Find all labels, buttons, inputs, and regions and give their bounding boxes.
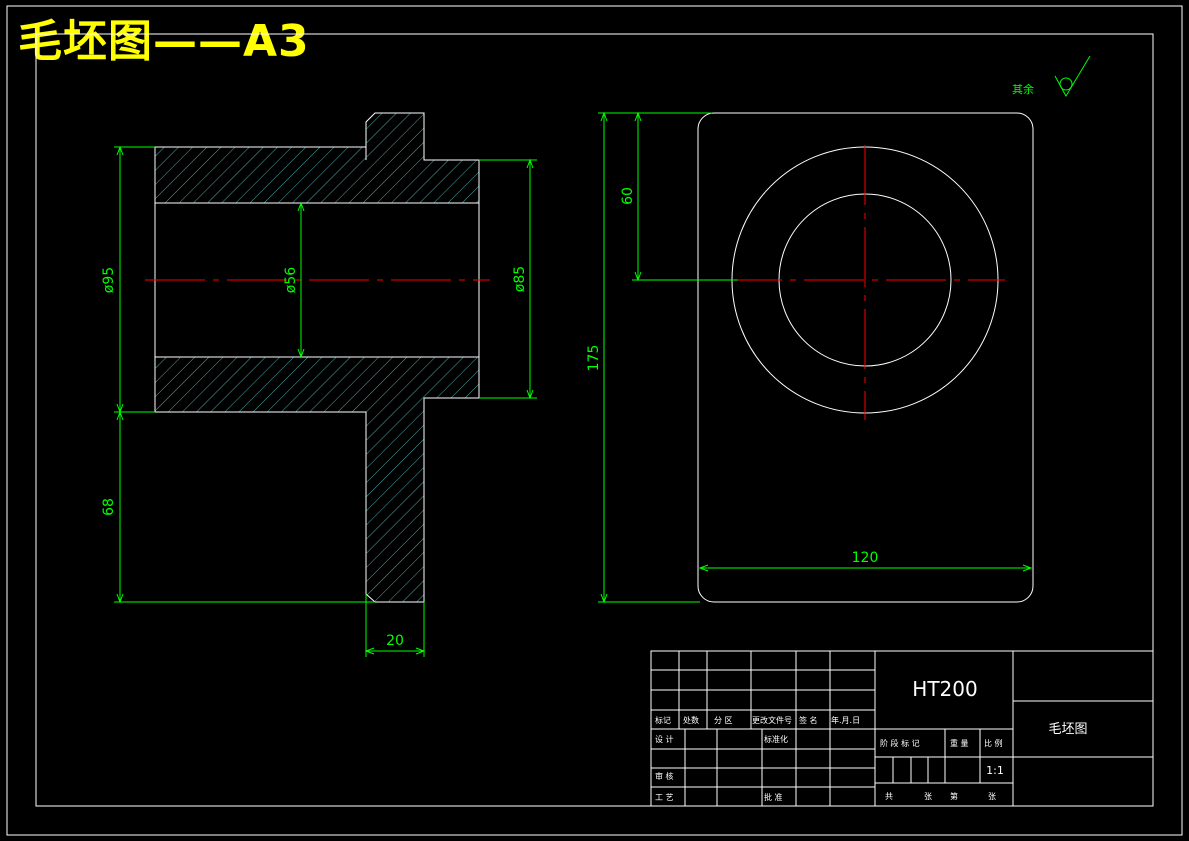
end-view-outline bbox=[697, 112, 1034, 603]
label-process: 工 艺 bbox=[655, 793, 674, 802]
dim-len-20: 20 bbox=[386, 633, 404, 649]
scale-value: 1:1 bbox=[986, 764, 1004, 777]
dim-w-120: 120 bbox=[852, 550, 879, 566]
roughness-note: 其余 bbox=[1012, 82, 1034, 96]
inner-frame bbox=[35, 33, 1154, 807]
dim-len-68: 68 bbox=[101, 498, 117, 516]
label-design: 设 计 bbox=[655, 734, 674, 744]
hatch-lower bbox=[155, 357, 479, 602]
label-zone: 分 区 bbox=[714, 716, 733, 725]
dim-dia-95: ø95 bbox=[101, 267, 117, 293]
label-mark: 标记 bbox=[655, 715, 671, 725]
label-date: 年.月.日 bbox=[831, 715, 860, 725]
dim-h-175: 175 bbox=[586, 345, 602, 372]
dim-dia-85: ø85 bbox=[512, 266, 528, 292]
label-signature: 签 名 bbox=[799, 715, 818, 725]
label-approve: 批 准 bbox=[764, 792, 783, 802]
dim-h-60: 60 bbox=[620, 187, 636, 205]
label-sheets-total: 共 bbox=[885, 792, 893, 801]
part-name: 毛坯图 bbox=[1048, 722, 1087, 737]
label-ratio: 比 例 bbox=[984, 738, 1003, 748]
material: HT200 bbox=[912, 677, 977, 701]
label-review: 审 核 bbox=[655, 771, 674, 781]
label-standardization: 标准化 bbox=[764, 734, 788, 744]
hatch-upper bbox=[155, 113, 479, 203]
roughness-symbol: 其余 bbox=[1012, 55, 1091, 98]
section-view: ø95 ø56 ø85 68 20 bbox=[101, 112, 537, 657]
end-view: 60 175 120 bbox=[586, 111, 1034, 604]
dim-dia-56: ø56 bbox=[283, 267, 299, 293]
label-weight: 重 量 bbox=[950, 738, 969, 748]
label-change-doc: 更改文件号 bbox=[752, 715, 792, 725]
label-stage-mark: 阶 段 标 记 bbox=[880, 738, 920, 748]
title-block: HT200 毛坯图 1:1 标记 处数 分 区 更改文件号 签 名 年.月.日 … bbox=[650, 650, 1154, 807]
label-sheets-unit2: 张 bbox=[988, 792, 996, 801]
label-sheets-unit1: 张 bbox=[924, 792, 932, 801]
drawing-title: 毛坯图——A3 bbox=[18, 16, 310, 67]
label-sheets-no: 第 bbox=[950, 791, 958, 801]
label-count: 处数 bbox=[683, 715, 699, 725]
outer-frame bbox=[6, 5, 1183, 836]
